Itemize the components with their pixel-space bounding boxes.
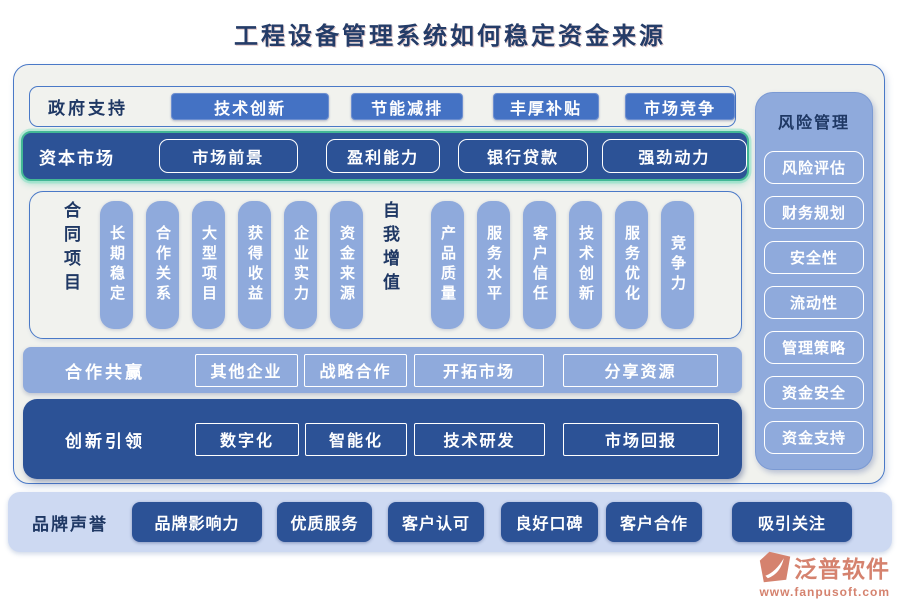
customer-cooperation-button[interactable]: 客户合作 [606,502,702,542]
vendor-url[interactable]: www.fanpusoft.com [759,585,890,599]
safety-item[interactable]: 安全性 [764,241,864,274]
cooperation-relationship-pill: 合作关系 [146,201,179,329]
tech-innovation-pill: 技术创新 [569,201,602,329]
risk-management-sidebar: 风险管理 风险评估 财务规划 安全性 流动性 管理策略 资金安全 资金支持 [755,92,873,470]
good-reputation-button[interactable]: 良好口碑 [501,502,598,542]
resource-sharing-button[interactable]: 分享资源 [563,353,718,387]
risk-assessment-item[interactable]: 风险评估 [764,151,864,184]
management-strategy-item[interactable]: 管理策略 [764,331,864,364]
funding-support-item[interactable]: 资金支持 [764,421,864,454]
customer-recognition-button[interactable]: 客户认可 [388,502,484,542]
tech-innovation-button[interactable]: 技术创新 [171,93,330,120]
risk-management-title: 风险管理 [777,115,850,132]
enterprise-strength-pill: 企业实力 [284,201,317,329]
cooperation-row: 合作共赢 其他企业 战略合作 开拓市场 分享资源 [23,347,742,393]
customer-trust-pill: 客户信任 [523,201,556,329]
product-quality-pill: 产品质量 [431,201,464,329]
innovation-label: 创新引领 [65,431,145,451]
self-growth-pill-group: 产品质量 服务水平 客户信任 技术创新 服务优化 竞争力 [431,201,694,329]
large-project-pill: 大型项目 [192,201,225,329]
funding-source-pill: 资金来源 [330,201,363,329]
page-title: 工程设备管理系统如何稳定资金来源 [234,23,666,50]
brand-reputation-label: 品牌声誉 [32,514,108,534]
gov-support-row: 政府支持 技术创新 节能减排 丰厚补贴 市场竞争 [29,86,736,127]
gov-support-label: 政府支持 [48,99,128,118]
capital-market-label: 资本市场 [39,148,115,168]
market-competition-button[interactable]: 市场竞争 [625,93,735,120]
digitalization-button[interactable]: 数字化 [195,422,299,456]
market-return-button[interactable]: 市场回报 [563,422,719,456]
attract-attention-button[interactable]: 吸引关注 [732,502,852,542]
long-term-stability-pill: 长期稳定 [100,201,133,329]
self-growth-label: 自我增值 [380,201,399,297]
funding-safety-item[interactable]: 资金安全 [764,376,864,409]
service-optimization-pill: 服务优化 [615,201,648,329]
intelligence-button[interactable]: 智能化 [305,422,407,456]
market-prospect-button[interactable]: 市场前景 [158,139,298,173]
gain-revenue-pill: 获得收益 [238,201,271,329]
competitiveness-pill: 竞争力 [661,201,694,329]
brand-reputation-row: 品牌声誉 品牌影响力 优质服务 客户认可 良好口碑 客户合作 吸引关注 [8,492,892,552]
main-panel: 政府支持 技术创新 节能减排 丰厚补贴 市场竞争 资本市场 市场前景 盈利能力 … [13,64,885,484]
contract-project-label: 合同项目 [61,201,80,297]
fanpu-logo-icon [758,551,792,583]
generous-subsidy-button[interactable]: 丰厚补贴 [493,93,600,120]
strategic-cooperation-button[interactable]: 战略合作 [304,353,407,387]
service-level-pill: 服务水平 [477,201,510,329]
profitability-button[interactable]: 盈利能力 [325,139,441,173]
brand-influence-button[interactable]: 品牌影响力 [132,502,262,542]
tech-rd-button[interactable]: 技术研发 [414,422,545,456]
vendor-logo: 泛普软件 www.fanpusoft.com [742,550,890,599]
cooperation-label: 合作共赢 [65,362,145,382]
innovation-row: 创新引领 数字化 智能化 技术研发 市场回报 [23,399,742,479]
financial-planning-item[interactable]: 财务规划 [764,196,864,229]
contract-pill-group: 长期稳定 合作关系 大型项目 获得收益 企业实力 资金来源 [100,201,363,329]
strong-momentum-button[interactable]: 强劲动力 [601,139,747,173]
liquidity-item[interactable]: 流动性 [764,286,864,319]
energy-saving-button[interactable]: 节能减排 [351,93,463,120]
capital-market-row: 资本市场 市场前景 盈利能力 银行贷款 强劲动力 [21,131,749,181]
market-expansion-button[interactable]: 开拓市场 [414,353,544,387]
middle-panel: 合同项目 长期稳定 合作关系 大型项目 获得收益 企业实力 资金来源 自我增值 … [29,191,742,339]
bank-loan-button[interactable]: 银行贷款 [458,139,588,173]
quality-service-button[interactable]: 优质服务 [277,502,372,542]
other-enterprises-button[interactable]: 其他企业 [195,353,298,387]
vendor-name: 泛普软件 [794,556,890,582]
